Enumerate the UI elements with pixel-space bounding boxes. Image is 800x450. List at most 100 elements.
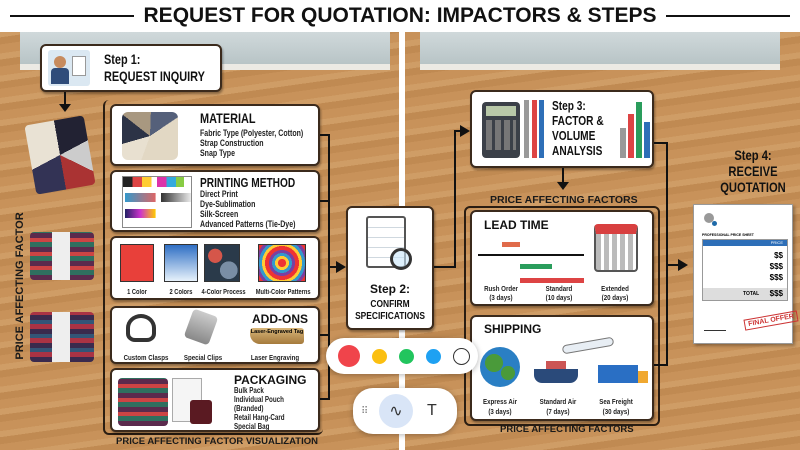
color-label: 4-Color Process bbox=[201, 289, 246, 296]
quotation-document: PROFESSIONAL PRICE SHEET PRICE $$$$$$$$ … bbox=[693, 204, 799, 344]
price-values: $$$$$$$$ bbox=[769, 251, 783, 282]
color-white[interactable] bbox=[453, 347, 470, 365]
shipping-title: SHIPPING bbox=[484, 322, 542, 336]
ship-option-name: Express Air bbox=[483, 397, 517, 406]
chart-bar bbox=[620, 128, 626, 158]
color-picker[interactable] bbox=[326, 338, 478, 374]
final-offer-stamp: FINAL OFFER bbox=[743, 310, 799, 331]
lanyard-bundle-image bbox=[30, 232, 94, 280]
material-item: Snap Type bbox=[200, 148, 235, 158]
doc-heading: PROFESSIONAL PRICE SHEET bbox=[702, 233, 754, 237]
price-table: PRICE $$$$$$$$ TOTAL$$$ bbox=[702, 239, 788, 301]
drag-handle-icon[interactable]: ⠿ bbox=[361, 405, 368, 417]
lead-option-days: (3 days) bbox=[489, 293, 513, 302]
fabric-swatches-image bbox=[24, 115, 96, 195]
person-computer-icon bbox=[48, 50, 90, 86]
step2-label: Step 2: bbox=[369, 282, 410, 296]
step2-title: CONFIRM SPECIFICATIONS bbox=[355, 298, 425, 322]
lead-option-days: (20 days) bbox=[601, 293, 629, 302]
packaging-item: Individual Pouch bbox=[234, 395, 284, 404]
step3-box: Step 3: FACTOR & VOLUME ANALYSIS bbox=[470, 90, 654, 168]
printing-item: Direct Print bbox=[200, 189, 238, 199]
lead-option-name: Extended bbox=[601, 284, 629, 293]
step4-label: Step 4: bbox=[734, 147, 772, 163]
color-red[interactable] bbox=[338, 345, 360, 367]
printing-box: PRINTING METHOD Direct Print Dye-Sublima… bbox=[110, 170, 320, 232]
side-label: PRICE AFFECTING FACTOR bbox=[14, 212, 26, 360]
right-factors-heading: PRICE AFFECTING FACTORS bbox=[490, 194, 638, 206]
material-box: MATERIAL Fabric Type (Polyester, Cotton)… bbox=[110, 104, 320, 166]
rush-arrow bbox=[502, 242, 520, 247]
packaging-item: Special Bag bbox=[234, 422, 270, 431]
airplane-icon bbox=[561, 336, 615, 355]
factor-bracket bbox=[103, 100, 323, 435]
truck-icon bbox=[598, 365, 648, 383]
step2-box: Step 2: CONFIRM SPECIFICATIONS bbox=[346, 206, 434, 330]
color-yellow[interactable] bbox=[372, 348, 387, 364]
color-blue[interactable] bbox=[426, 348, 441, 364]
lead-option-name: Standard bbox=[545, 284, 573, 293]
extended-arrow bbox=[520, 278, 584, 283]
step1-title: REQUEST INQUIRY bbox=[104, 68, 205, 84]
material-item: Fabric Type (Polyester, Cotton) bbox=[200, 128, 304, 138]
globe-icon bbox=[480, 347, 520, 387]
step3-title: ANALYSIS bbox=[552, 143, 603, 158]
lead-option-days: (10 days) bbox=[545, 293, 573, 302]
step1-label: Step 1: bbox=[104, 51, 141, 67]
right-factor-bracket bbox=[464, 206, 660, 426]
ship-option-days: (7 days) bbox=[546, 407, 570, 416]
color-label: Multi-Color Patterns bbox=[255, 289, 311, 296]
two-color-swatch bbox=[164, 244, 198, 282]
report-bars-icon bbox=[524, 100, 544, 158]
chart-bar bbox=[628, 114, 634, 158]
packaging-item: (Branded) bbox=[234, 404, 264, 413]
material-item: Strap Construction bbox=[200, 138, 264, 148]
factor-visualization-caption: PRICE AFFECTING FACTOR VISUALIZATION bbox=[116, 436, 318, 447]
standard-arrow bbox=[520, 264, 552, 269]
clipboard-checklist-icon bbox=[366, 216, 406, 268]
chart-bar bbox=[636, 102, 642, 158]
color-green[interactable] bbox=[399, 348, 414, 364]
lanyard-bundle-image-2 bbox=[30, 312, 94, 362]
addon-label: Laser Engraving bbox=[250, 353, 300, 362]
step3-title: VOLUME bbox=[552, 128, 596, 143]
one-color-swatch bbox=[120, 244, 154, 282]
title-bar: REQUEST FOR QUOTATION: IMPACTORS & STEPS bbox=[0, 0, 800, 32]
color-label: 2 Colors bbox=[169, 289, 193, 296]
step3-title: FACTOR & bbox=[552, 113, 604, 128]
draw-tool-icon[interactable]: ∿ bbox=[379, 394, 413, 428]
page-title: REQUEST FOR QUOTATION: IMPACTORS & STEPS bbox=[143, 4, 657, 27]
printing-title: PRINTING METHOD bbox=[200, 175, 296, 190]
material-swatch-icon bbox=[122, 112, 178, 160]
packaging-item: Bulk Pack bbox=[234, 386, 264, 395]
addon-label: Special Clips bbox=[183, 353, 223, 362]
step4-title: RECEIVE bbox=[728, 163, 778, 179]
logo-icon bbox=[704, 213, 714, 223]
engraved-tag: Laser-Engraved Tag bbox=[250, 328, 304, 344]
packaging-item: Retail Hang-Card bbox=[234, 413, 285, 422]
color-options-box: 1 Color 2 Colors 4-Color Process Multi-C… bbox=[110, 236, 320, 300]
total-row: TOTAL$$$ bbox=[703, 288, 787, 300]
magnifier-icon bbox=[390, 248, 412, 270]
signature bbox=[704, 323, 726, 331]
calculator-icon bbox=[482, 102, 520, 158]
color-chart-icon bbox=[122, 176, 192, 228]
text-tool-icon[interactable]: T bbox=[427, 402, 437, 419]
printing-item: Advanced Patterns (Tie-Dye) bbox=[200, 219, 296, 229]
printing-item: Dye-Sublimation bbox=[200, 199, 256, 209]
packaging-title: PACKAGING bbox=[234, 373, 307, 387]
price-col-header: PRICE bbox=[703, 240, 787, 246]
packaging-box: PACKAGING Bulk Pack Individual Pouch (Br… bbox=[110, 368, 320, 432]
clasp-icon bbox=[126, 314, 156, 342]
right-factors-caption: PRICE AFFECTING FACTORS bbox=[500, 424, 634, 435]
material-title: MATERIAL bbox=[200, 110, 256, 126]
step1-box: Step 1: REQUEST INQUIRY bbox=[40, 44, 222, 92]
addon-label: Custom Clasps bbox=[123, 353, 169, 362]
calendar-icon bbox=[594, 224, 638, 272]
annotation-tools: ⠿ ∿ T bbox=[353, 388, 457, 434]
addons-title: ADD-ONS bbox=[252, 312, 308, 326]
ship-option-name: Standard Air bbox=[539, 397, 577, 406]
bag-icon bbox=[190, 400, 212, 424]
bulk-pack-icon bbox=[118, 378, 168, 426]
clip-icon bbox=[183, 308, 219, 346]
